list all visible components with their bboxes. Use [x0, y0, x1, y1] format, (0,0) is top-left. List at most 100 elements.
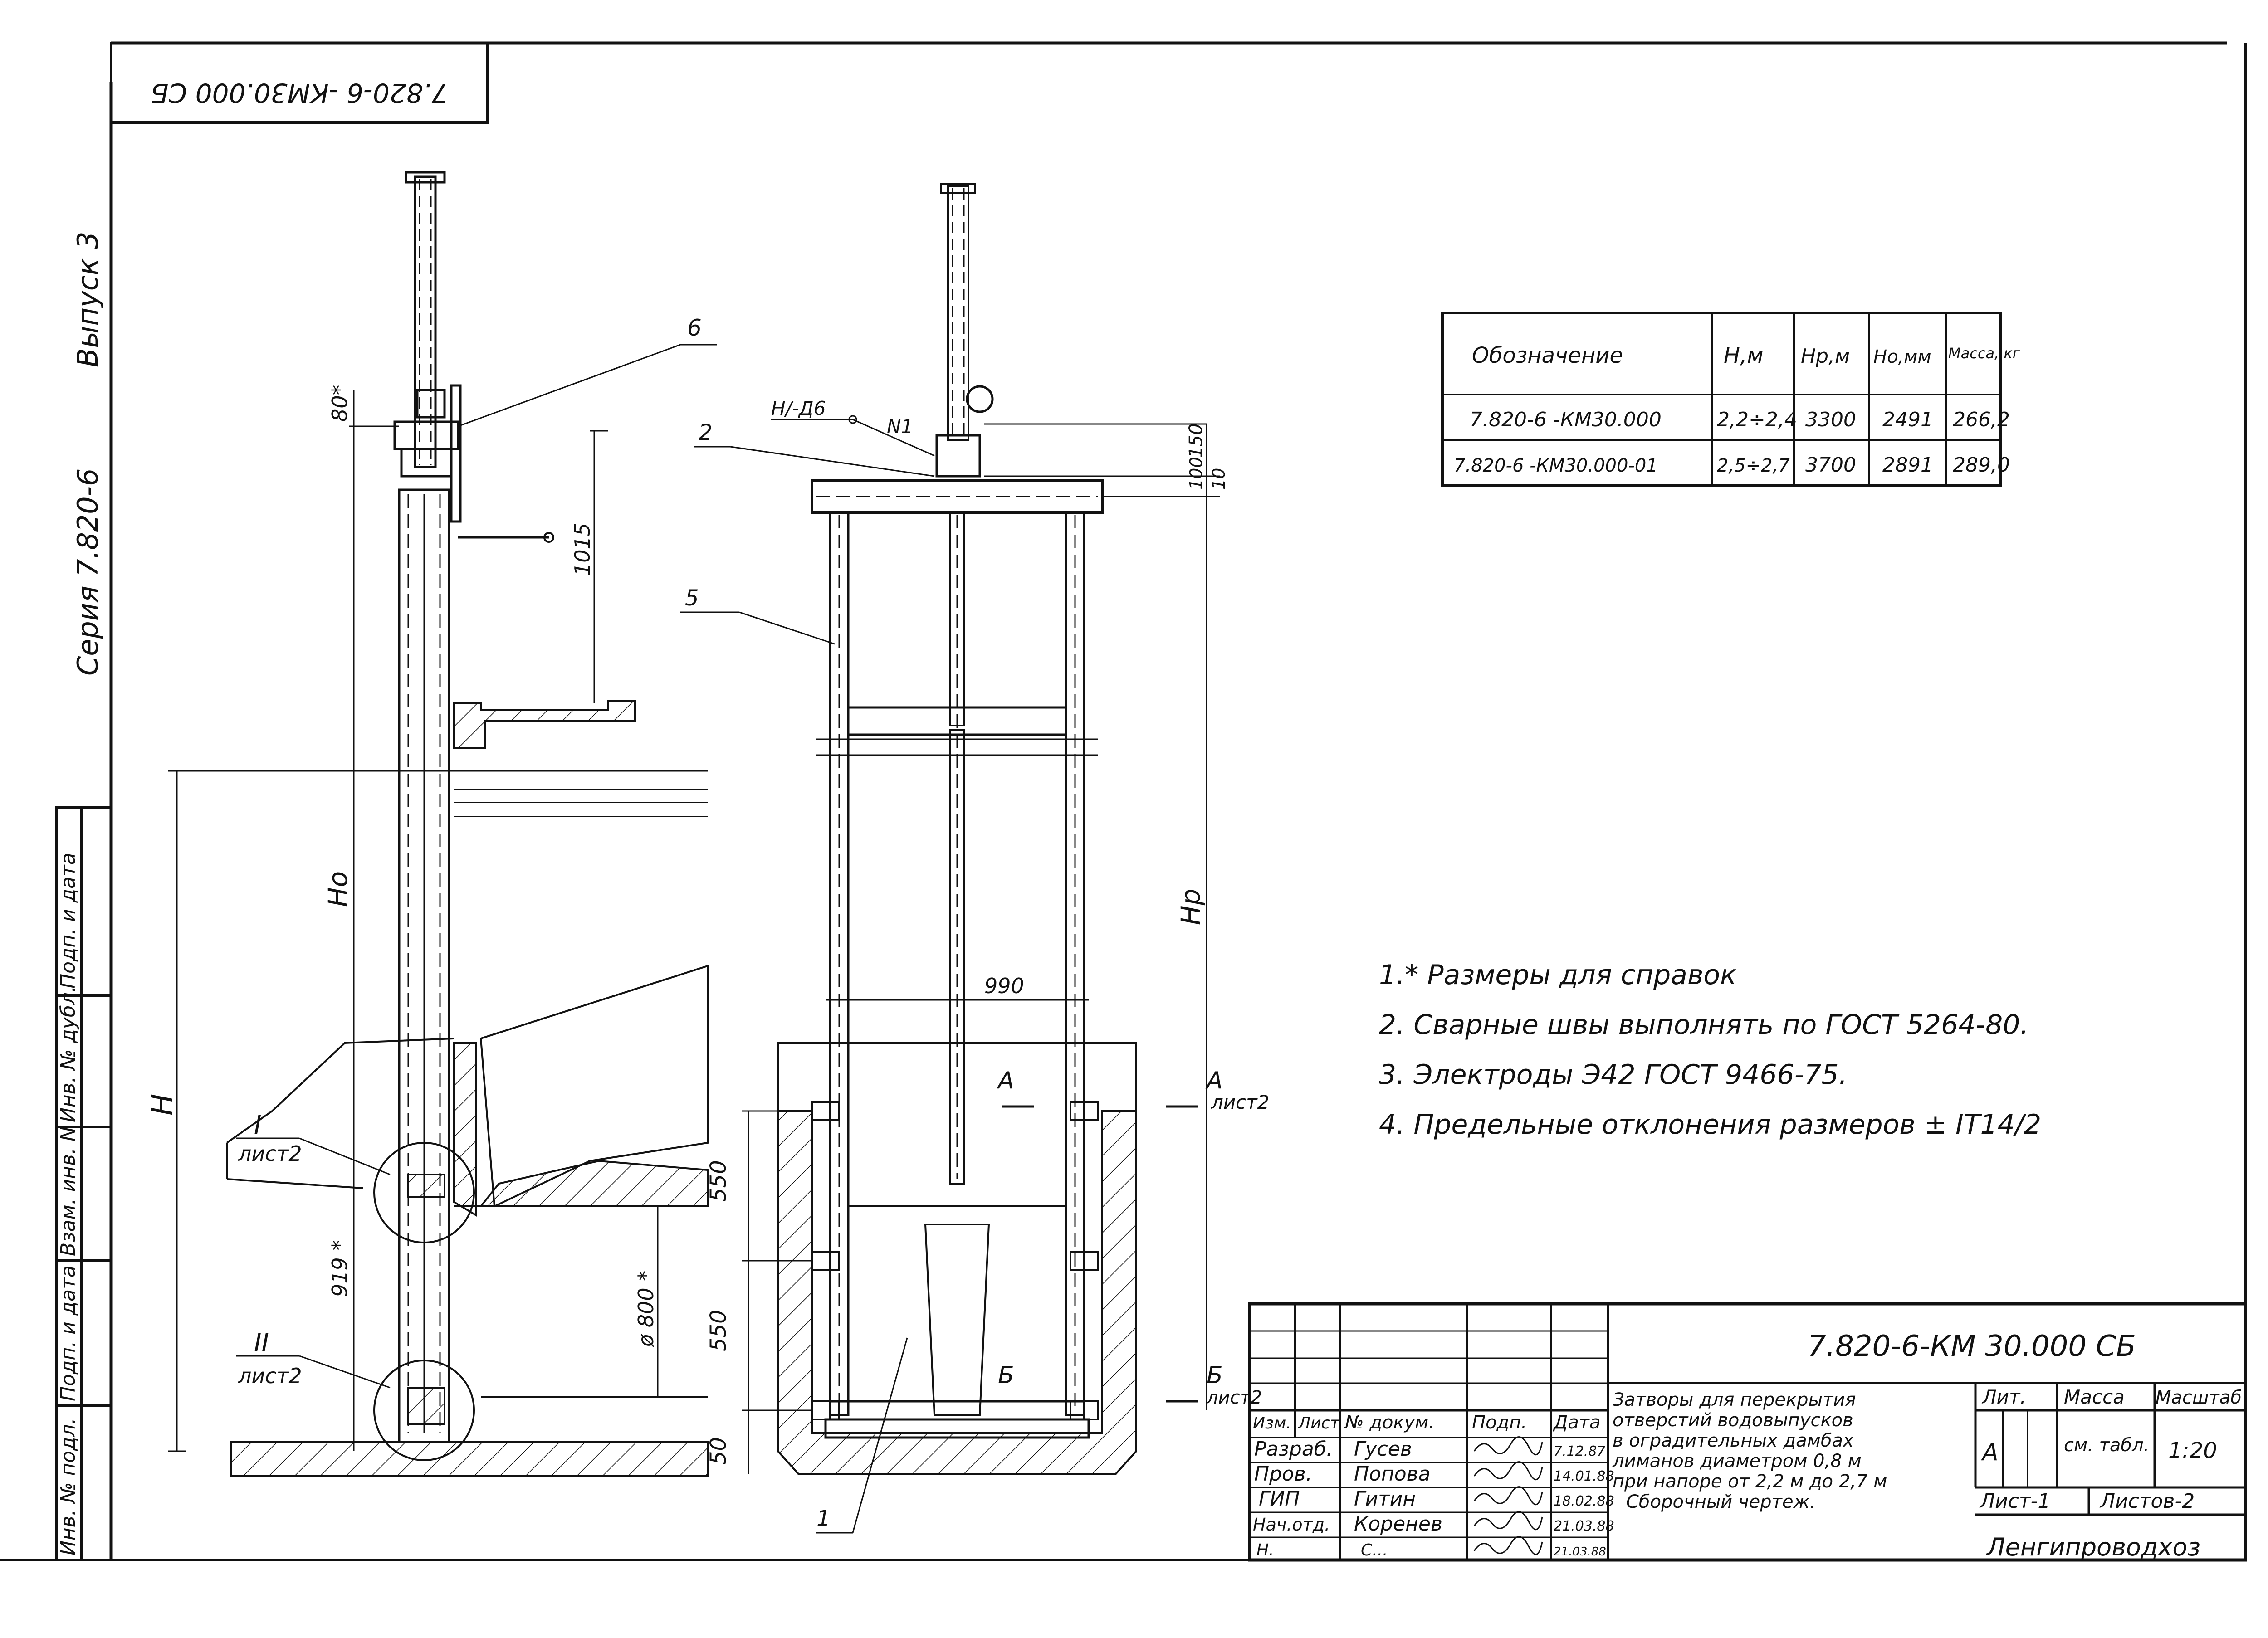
tb-date: 7.12.87	[1554, 1443, 1606, 1459]
spec-table: Обозначение H,м Нр,м Но,мм Масса, кг 7.8…	[1441, 312, 2020, 487]
dim-990: 990	[984, 974, 1024, 998]
dim-550-b: 550	[706, 1310, 731, 1351]
notes: 1.* Размеры для справок 2. Сварные швы в…	[1379, 959, 2041, 1141]
note-3: 3. Электроды Э42 ГОСТ 9466-75.	[1379, 1059, 1848, 1091]
dim-50: 50	[706, 1437, 731, 1465]
tb-col-izm: Изм.	[1253, 1414, 1291, 1433]
note-2: 2. Сварные швы выполнять по ГОСТ 5264-80…	[1379, 1009, 2029, 1041]
tb-lit-header: Лит.	[1981, 1386, 2026, 1408]
tb-date: 14.01.88	[1554, 1468, 1614, 1484]
tb-col-list: Лист	[1297, 1414, 1340, 1433]
side-view-dimensions: 1015 80* Ho 919 * H ø 800 * I лист2 II л…	[146, 315, 717, 1452]
dim-550-a: 550	[706, 1160, 731, 1202]
tb-col-sign: Подп.	[1472, 1412, 1527, 1433]
section-B-sheet: лист2	[1206, 1387, 1262, 1408]
tb-role: Н.	[1256, 1541, 1274, 1560]
side-section-view	[177, 171, 709, 1477]
table-cell-mass: 266,2	[1953, 408, 2010, 431]
tb-scale-value: 1:20	[2168, 1438, 2217, 1463]
label-Ho: Ho	[323, 871, 353, 907]
tb-desc-1: Затворы для перекрытия	[1613, 1389, 1856, 1410]
tb-desc-4: лиманов диаметром 0,8 м	[1612, 1451, 1862, 1472]
margin-stamp-5: Инв. № подл.	[57, 1418, 80, 1555]
callout-2: 2	[699, 420, 713, 445]
top-stamp-text: 7.820-6 -КМ30.000 СБ	[151, 78, 448, 108]
margin-stamp-4: Подп. и дата	[57, 1265, 80, 1401]
dim-919: 919 *	[327, 1240, 352, 1297]
front-view	[777, 183, 1137, 1475]
table-cell-designation: 7.820-6 -КМ30.000	[1470, 408, 1662, 431]
left-margin-stamp: Подп. и дата Инв. № дубл. Взам. инв. N П…	[55, 806, 112, 1561]
tb-date: 18.02.88	[1554, 1493, 1614, 1509]
tb-name: С...	[1361, 1541, 1388, 1560]
series-label: Серия 7.820-6	[71, 468, 104, 676]
table-cell-designation: 7.820-6 -КМ30.000-01	[1454, 455, 1658, 476]
tb-name: Гусев	[1354, 1438, 1412, 1461]
table-cell-mass: 289,0	[1953, 453, 2010, 477]
tb-role: Нач.отд.	[1253, 1515, 1330, 1535]
section-A-sheet: лист2	[1211, 1091, 1269, 1113]
tb-desc-2: отверстий водовыпусков	[1613, 1410, 1853, 1431]
tb-organization: Ленгипроводхоз	[1986, 1533, 2200, 1561]
table-cell-h: 2,5÷2,7	[1717, 455, 1790, 476]
dim-1015: 1015	[570, 523, 595, 576]
tb-mass-header: Масса	[2064, 1386, 2125, 1408]
callout-1: 1	[816, 1506, 831, 1531]
table-header-h: H,м	[1724, 343, 1764, 368]
margin-stamp-3: Взам. инв. N	[57, 1126, 80, 1256]
table-cell-h: 2,2÷2,4	[1717, 408, 1797, 431]
dim-800: ø 800 *	[634, 1271, 658, 1347]
table-cell-hp: 3300	[1805, 408, 1856, 431]
margin-stamp-2: Инв. № дубл.	[57, 986, 80, 1122]
tb-drawing-code: 7.820-6-КМ 30.000 СБ	[1808, 1330, 2136, 1363]
tb-mass-value: см. табл.	[2064, 1435, 2149, 1456]
detail-II-label: II	[254, 1328, 269, 1358]
table-cell-hp: 3700	[1805, 453, 1856, 477]
tb-date: 21.03.88	[1554, 1518, 1614, 1534]
label-Hp: Hр	[1175, 889, 1206, 925]
title-block: Изм. Лист № докум. Подп. Дата Разраб. Гу…	[1248, 1302, 2247, 1562]
tb-role: ГИП	[1259, 1487, 1300, 1511]
detail-II-sheet: лист2	[238, 1364, 302, 1388]
tb-role: Разраб.	[1254, 1438, 1333, 1461]
front-view-dimensions: 990 550 550 50 150 100 10 Hр А А лист2 Б…	[680, 397, 1269, 1534]
note-4: 4. Предельные отклонения размеров ± IT14…	[1379, 1109, 2041, 1141]
label-H: H	[146, 1094, 180, 1116]
tb-name: Попова	[1354, 1462, 1431, 1486]
detail-I-sheet: лист2	[238, 1141, 302, 1166]
section-A-right: А	[1205, 1067, 1223, 1094]
tb-date: 21.03.88	[1554, 1545, 1606, 1559]
tb-scale-header: Масштаб	[2156, 1387, 2242, 1408]
issue-label: Выпуск 3	[71, 232, 104, 367]
dim-10: 10	[1209, 468, 1229, 490]
tb-name: Гитин	[1354, 1487, 1416, 1511]
table-cell-ho: 2891	[1882, 453, 1933, 477]
dim-80: 80*	[327, 385, 352, 422]
tb-lit-value: А	[1981, 1439, 1999, 1466]
callout-6: 6	[687, 315, 702, 341]
table-header-mass: Масса, кг	[1948, 345, 2020, 362]
note-1: 1.* Размеры для справок	[1379, 959, 1736, 991]
table-header-ho: Но,мм	[1873, 346, 1931, 367]
tb-col-date: Дата	[1553, 1412, 1601, 1433]
margin-stamp-1: Подп. и дата	[57, 853, 80, 989]
tb-desc-5: при напоре от 2,2 м до 2,7 м	[1613, 1471, 1887, 1492]
dim-100: 100	[1186, 457, 1206, 490]
dim-150: 150	[1186, 424, 1207, 458]
section-B-right: Б	[1207, 1362, 1223, 1389]
section-B-left: Б	[998, 1362, 1014, 1389]
section-A-left: А	[997, 1067, 1014, 1094]
callout-n1: N1	[887, 415, 913, 438]
tb-sheets: Листов-2	[2099, 1490, 2195, 1513]
callout-5: 5	[685, 585, 699, 611]
callout-hn: Н/-Д6	[771, 397, 826, 419]
tb-sheet: Лист-1	[1979, 1490, 2050, 1513]
tb-role: Пров.	[1254, 1462, 1312, 1486]
top-stamp: 7.820-6 -КМ30.000 СБ	[110, 42, 489, 124]
tb-name: Коренев	[1354, 1512, 1442, 1536]
detail-I-label: I	[254, 1111, 262, 1140]
table-header-hp: Нр,м	[1801, 345, 1850, 368]
tb-desc-6: Сборочный чертеж.	[1626, 1492, 1815, 1512]
tb-desc-3: в оградительных дамбах	[1613, 1430, 1854, 1451]
